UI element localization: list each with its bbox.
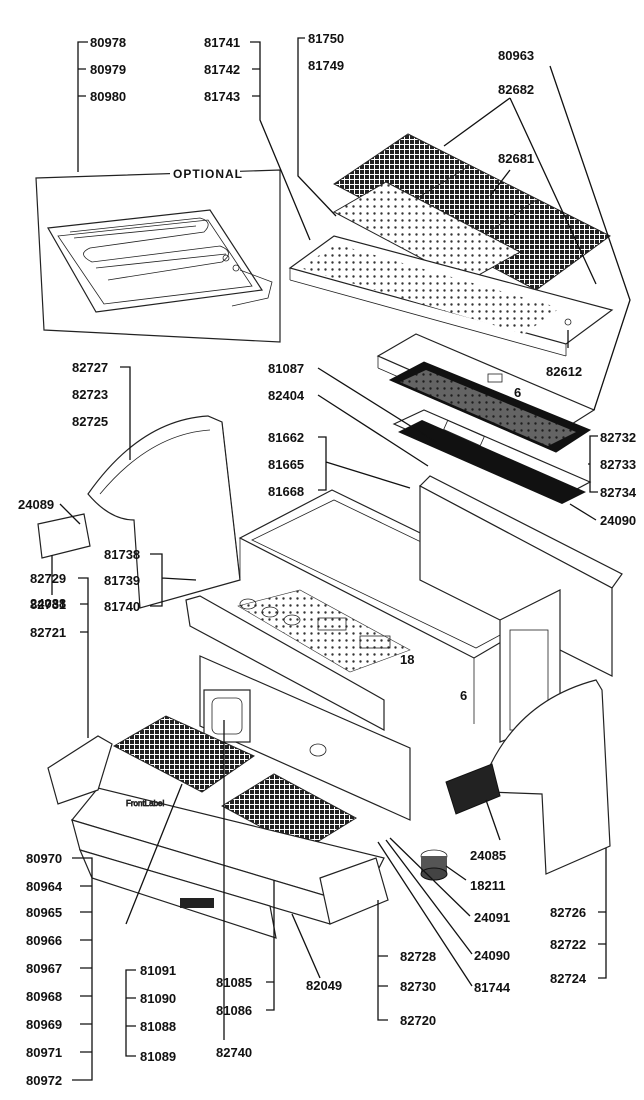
leader-lines [51, 37, 631, 1081]
bracket-24088 [37, 513, 91, 559]
callout-80966: 80966 [26, 933, 62, 948]
callout-81739: 81739 [104, 573, 140, 588]
callout-81743: 81743 [204, 89, 240, 104]
callout-81090: 81090 [140, 991, 176, 1006]
callout-81088: 81088 [140, 1019, 176, 1034]
callout-82729: 82729 [30, 571, 66, 586]
callout-82740: 82740 [216, 1045, 252, 1060]
callout-80968: 80968 [26, 989, 62, 1004]
callout-24091: 24091 [474, 910, 510, 925]
callout-80980: 80980 [90, 89, 126, 104]
callout-80963: 80963 [498, 48, 534, 63]
callout-82720: 82720 [400, 1013, 436, 1028]
callout-82734: 82734 [600, 485, 637, 500]
callout-6-lower: 6 [460, 688, 467, 703]
callout-81738: 81738 [104, 547, 140, 562]
callout-82612: 82612 [546, 364, 582, 379]
callout-24090-top: 24090 [600, 513, 636, 528]
callout-24088: 24088 [30, 596, 66, 611]
callout-82733: 82733 [600, 457, 636, 472]
callout-81744: 81744 [474, 980, 511, 995]
optional-label: OPTIONAL [173, 167, 243, 181]
callout-18: 18 [400, 652, 414, 667]
burner-box [203, 689, 251, 743]
callout-80965: 80965 [26, 905, 62, 920]
callout-81085: 81085 [216, 975, 252, 990]
callout-82721: 82721 [30, 625, 66, 640]
callout-81091: 81091 [140, 963, 176, 978]
callout-82049: 82049 [306, 978, 342, 993]
callout-81742: 81742 [204, 62, 240, 77]
callout-81089: 81089 [140, 1049, 176, 1064]
callout-80979: 80979 [90, 62, 126, 77]
callout-82681: 82681 [498, 151, 534, 166]
foot-18211 [420, 849, 448, 881]
callout-81750: 81750 [308, 31, 344, 46]
callout-82730: 82730 [400, 979, 436, 994]
callout-18211: 18211 [470, 878, 505, 893]
callout-24085: 24085 [470, 848, 506, 863]
callout-81662: 81662 [268, 430, 304, 445]
left-side-panel [87, 415, 241, 609]
bracket-24085 [445, 763, 501, 815]
callout-82726: 82726 [550, 905, 586, 920]
callout-80972: 80972 [26, 1073, 62, 1088]
tray-and-element [376, 333, 596, 504]
callout-24090-bottom: 24090 [474, 948, 510, 963]
callout-82722: 82722 [550, 937, 586, 952]
grate-assembly [288, 133, 614, 357]
callout-80969: 80969 [26, 1017, 62, 1032]
main-chassis [185, 475, 623, 821]
callout-81087: 81087 [268, 361, 304, 376]
right-corner-piece [319, 857, 389, 925]
callout-82725: 82725 [72, 414, 108, 429]
callout-82732: 82732 [600, 430, 636, 445]
callout-81086: 81086 [216, 1003, 252, 1018]
front-left-corner [47, 735, 113, 805]
callout-82723: 82723 [72, 387, 108, 402]
optional-heater-inset: OPTIONAL [35, 166, 281, 343]
front-panel: FrontLabel [70, 787, 385, 939]
callout-80970: 80970 [26, 851, 62, 866]
callout-82727: 82727 [72, 360, 108, 375]
callout-82682: 82682 [498, 82, 534, 97]
callout-81668: 81668 [268, 484, 304, 499]
callout-81665: 81665 [268, 457, 304, 472]
callout-80978: 80978 [90, 35, 126, 50]
callout-80964: 80964 [26, 879, 63, 894]
callout-6-upper: 6 [514, 385, 521, 400]
right-side-panel [487, 679, 611, 875]
callout-82724: 82724 [550, 971, 587, 986]
callout-80971: 80971 [26, 1045, 62, 1060]
front-grates [112, 715, 358, 851]
callout-81749: 81749 [308, 58, 344, 73]
svg-text:FrontLabel: FrontLabel [126, 799, 164, 808]
callout-24089: 24089 [18, 497, 54, 512]
callout-labels: 80978 80979 80980 81741 81742 81743 8175… [18, 31, 637, 1088]
callout-81740: 81740 [104, 599, 140, 614]
callout-82728: 82728 [400, 949, 436, 964]
callout-82731: 82731 [30, 597, 66, 612]
callout-81741: 81741 [204, 35, 240, 50]
callout-80967: 80967 [26, 961, 62, 976]
callout-82404: 82404 [268, 388, 305, 403]
